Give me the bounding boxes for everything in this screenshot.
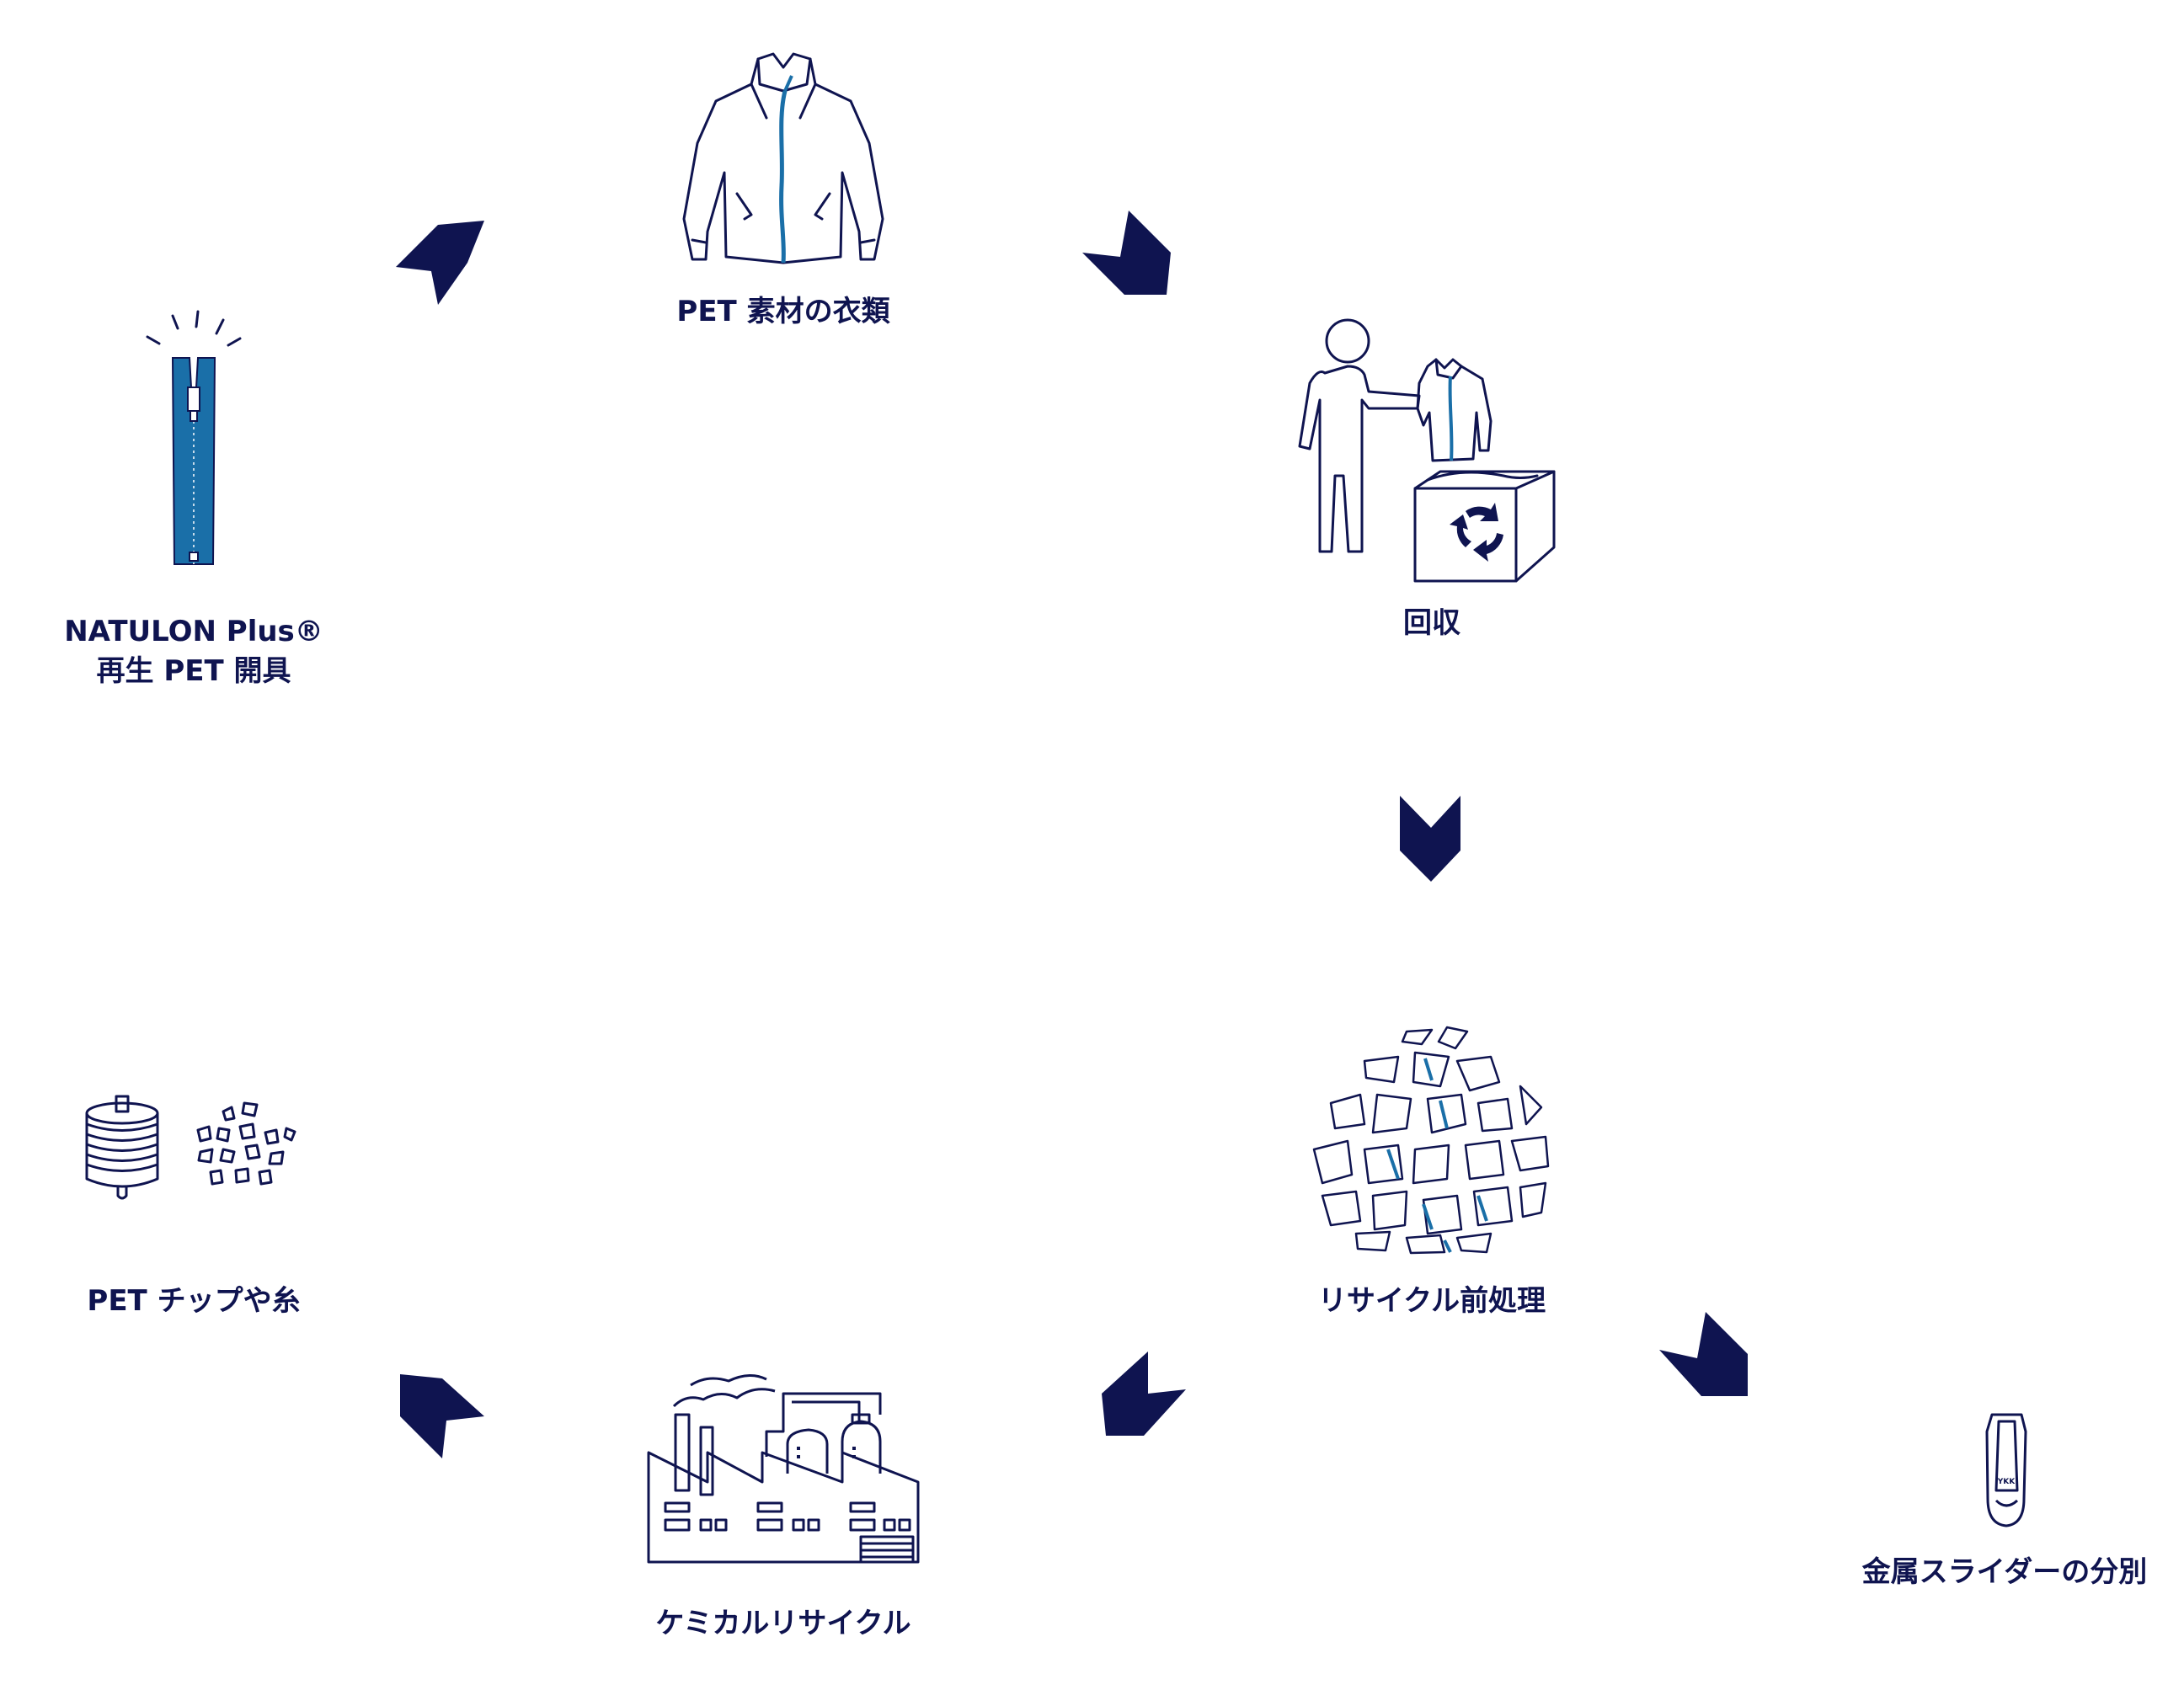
person-recycle-box-icon — [1298, 318, 1556, 583]
arrow-collection-to-pretreatment — [1400, 796, 1460, 882]
svg-text:YKK: YKK — [1997, 1478, 2016, 1486]
label-slider-separation: 金属スライダーの分別 — [1861, 1555, 2148, 1589]
label-zipper-line1: NATULON Plus® — [64, 615, 323, 648]
label-chips-yarn: PET チップや糸 — [87, 1284, 301, 1318]
label-pet-clothing: PET 素材の衣類 — [676, 295, 890, 328]
arrow-chemical-to-chips — [400, 1374, 484, 1458]
arrow-clothing-to-collection — [1082, 211, 1171, 295]
arrow-pretreatment-to-slider — [1659, 1312, 1748, 1396]
arrow-zipper-to-clothing — [396, 221, 484, 305]
label-pretreatment: リサイクル前処理 — [1317, 1284, 1546, 1318]
jacket-icon — [682, 52, 884, 264]
zipper-slider-icon: YKK — [1985, 1413, 2027, 1527]
zipper-icon — [146, 310, 242, 565]
label-collection: 回収 — [1403, 606, 1460, 640]
factory-icon — [647, 1374, 920, 1564]
label-zipper-line2: 再生 PET 開具 — [96, 654, 291, 688]
yarn-spool-chips-icon — [85, 1095, 296, 1200]
shredded-fragments-icon — [1312, 1026, 1550, 1255]
label-chemical-recycling: ケミカルリサイクル — [655, 1607, 911, 1640]
arrow-pretreatment-to-chemical — [1102, 1351, 1186, 1436]
